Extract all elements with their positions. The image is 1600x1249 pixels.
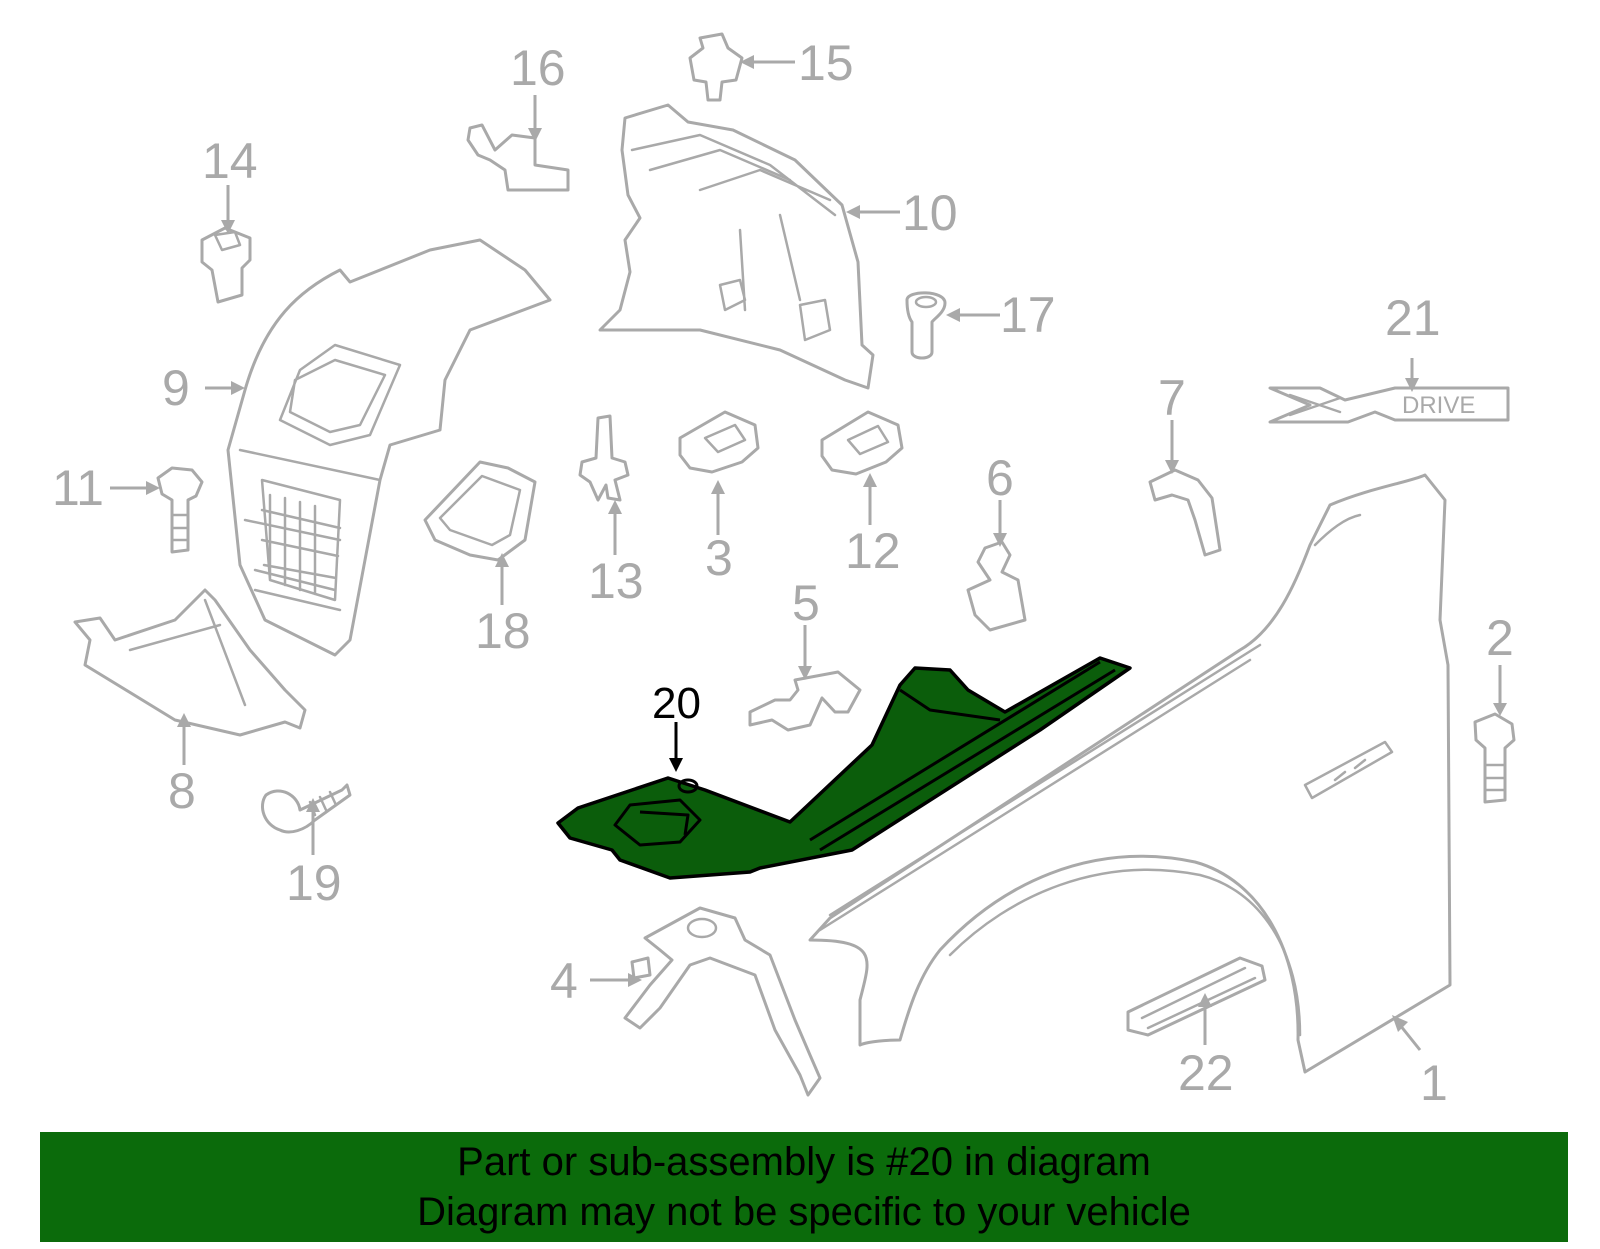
part-17-plug <box>905 291 947 360</box>
callout-leaders <box>110 60 1502 1051</box>
part-6-bracket <box>966 540 1027 632</box>
callout-20-highlighted: 20 <box>652 679 701 772</box>
part-18-frame <box>423 460 537 562</box>
part-11-bolt <box>156 466 204 554</box>
callout-22: 22 <box>1178 1045 1234 1101</box>
banner-line-1: Part or sub-assembly is #20 in diagram <box>457 1140 1151 1184</box>
callout-16: 16 <box>510 40 566 96</box>
callout-3: 3 <box>705 530 733 586</box>
callout-12: 12 <box>845 523 901 579</box>
part-12-clip-nut <box>820 410 904 476</box>
callout-7: 7 <box>1158 370 1186 426</box>
parts-diagram: DRIVE <box>52 32 1516 1111</box>
liner-grille <box>260 478 342 602</box>
part-8-bracket <box>73 588 307 737</box>
callout-18: 18 <box>475 603 531 659</box>
callout-21: 21 <box>1385 290 1441 346</box>
part-1-front-fender <box>808 473 1452 1074</box>
part-9-fender-liner <box>226 238 552 657</box>
part-4-bracket <box>623 906 822 1097</box>
part-14-nut-clip <box>200 226 252 304</box>
badge-label: DRIVE <box>1402 392 1475 419</box>
callout-19: 19 <box>286 855 342 911</box>
part-2-bolt <box>1473 712 1516 804</box>
part-19-screw <box>261 783 352 834</box>
info-banner: Part or sub-assembly is #20 in diagram D… <box>40 1132 1568 1242</box>
callout-6: 6 <box>986 450 1014 506</box>
banner-line-2: Diagram may not be specific to your vehi… <box>417 1190 1191 1234</box>
callout-13: 13 <box>588 553 644 609</box>
part-15-clip <box>688 32 744 102</box>
callout-8: 8 <box>168 763 196 819</box>
part-7-bracket <box>1148 468 1222 557</box>
callout-14: 14 <box>202 133 258 189</box>
part-3-clip-nut <box>678 410 760 474</box>
callout-labels: 1 2 3 4 5 6 7 8 9 10 11 12 13 14 15 16 1… <box>52 35 1514 1111</box>
callout-10: 10 <box>902 185 958 241</box>
part-10-wheelhouse-panel <box>598 103 875 390</box>
callout-15: 15 <box>798 35 854 91</box>
part-16-bracket <box>466 123 570 192</box>
part-21-xdrive-badge: DRIVE <box>1268 386 1510 424</box>
part-20-splash-shield <box>556 656 1132 880</box>
part-5-bracket <box>748 670 862 732</box>
part-22-side-marker <box>1126 956 1267 1037</box>
callout-17: 17 <box>1000 287 1056 343</box>
callout-9: 9 <box>162 360 190 416</box>
part-13-push-pin <box>578 414 630 502</box>
callout-1: 1 <box>1420 1055 1448 1111</box>
callout-20: 20 <box>652 679 701 728</box>
callout-4: 4 <box>550 953 578 1009</box>
callout-11: 11 <box>52 460 104 516</box>
callout-5: 5 <box>792 575 820 631</box>
callout-arrowheads <box>146 55 1507 1032</box>
callout-2: 2 <box>1486 610 1514 666</box>
